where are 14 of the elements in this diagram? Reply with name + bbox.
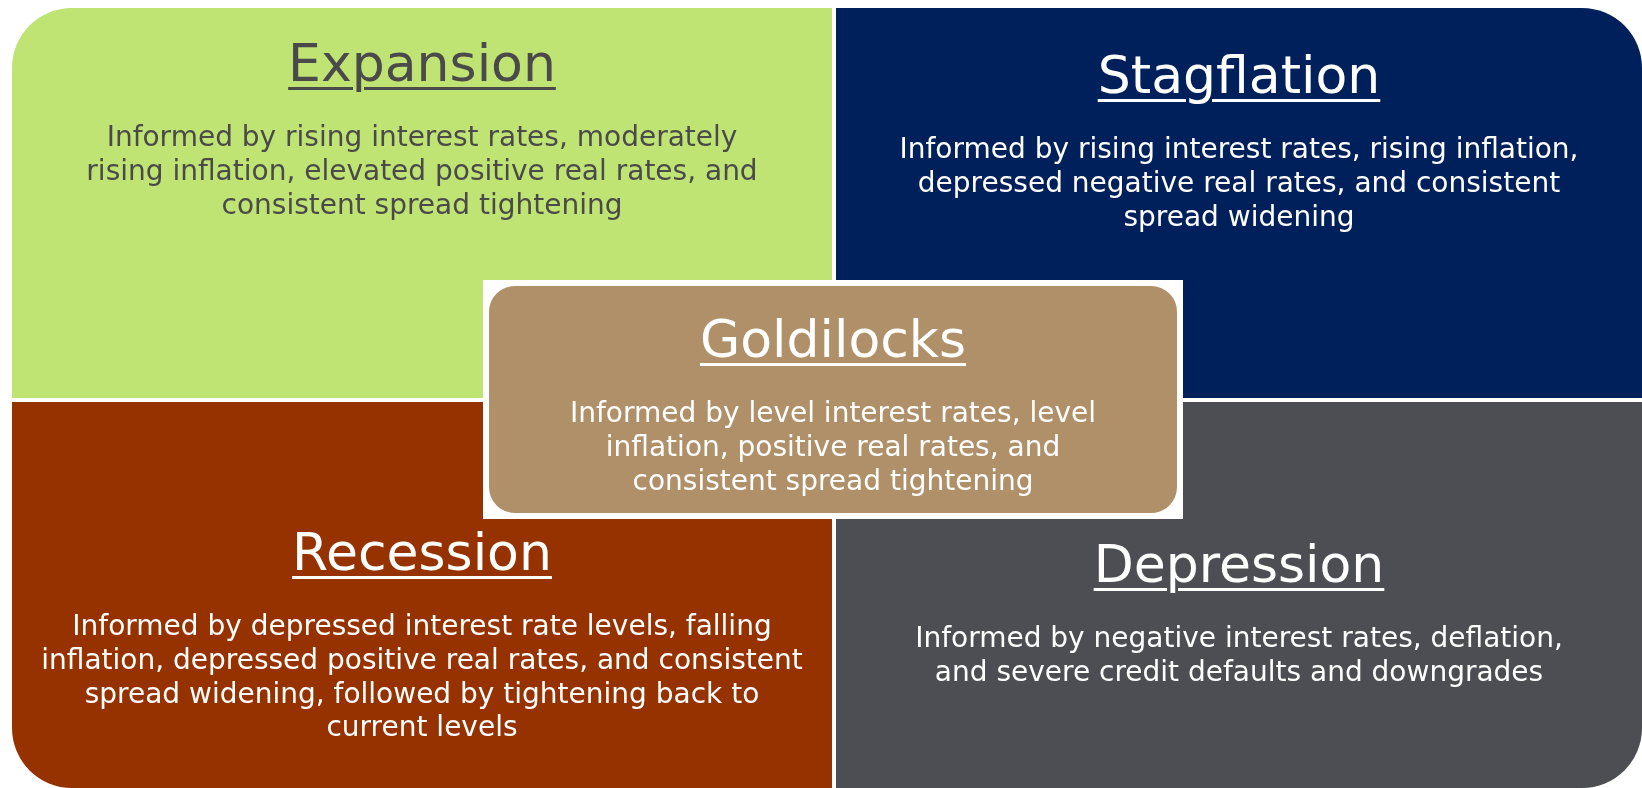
panel-heading: Depression: [1093, 533, 1385, 596]
panel-heading: Goldilocks: [699, 308, 967, 371]
quadrant-panel: [836, 8, 1642, 280]
panel-description: Informed by rising interest rates, rising inflation, depressed negative real rates, and consistent spread widening: [898, 132, 1580, 234]
panel-description: Informed by negative interest rates, deflation, and severe credit defaults and downgrades: [914, 621, 1564, 689]
quadrant-panel: [836, 519, 1642, 788]
quadrant-panel: [12, 519, 832, 788]
panel-description: Informed by rising interest rates, moderately rising inflation, elevated positive real rates, and consistent spread tightening: [85, 120, 759, 222]
panel-heading: Stagflation: [1097, 44, 1381, 107]
panel-description: Informed by level interest rates, level inflation, positive real rates, and consistent spread tightening: [568, 396, 1098, 498]
quadrant-panel: [12, 8, 832, 280]
panel-heading: Expansion: [288, 32, 556, 95]
panel-description: Informed by depressed interest rate levels, falling inflation, depressed positive real rates, and consistent spread widening, followed by tightening back to current levels: [40, 609, 804, 744]
panel-heading: Recession: [292, 521, 552, 584]
